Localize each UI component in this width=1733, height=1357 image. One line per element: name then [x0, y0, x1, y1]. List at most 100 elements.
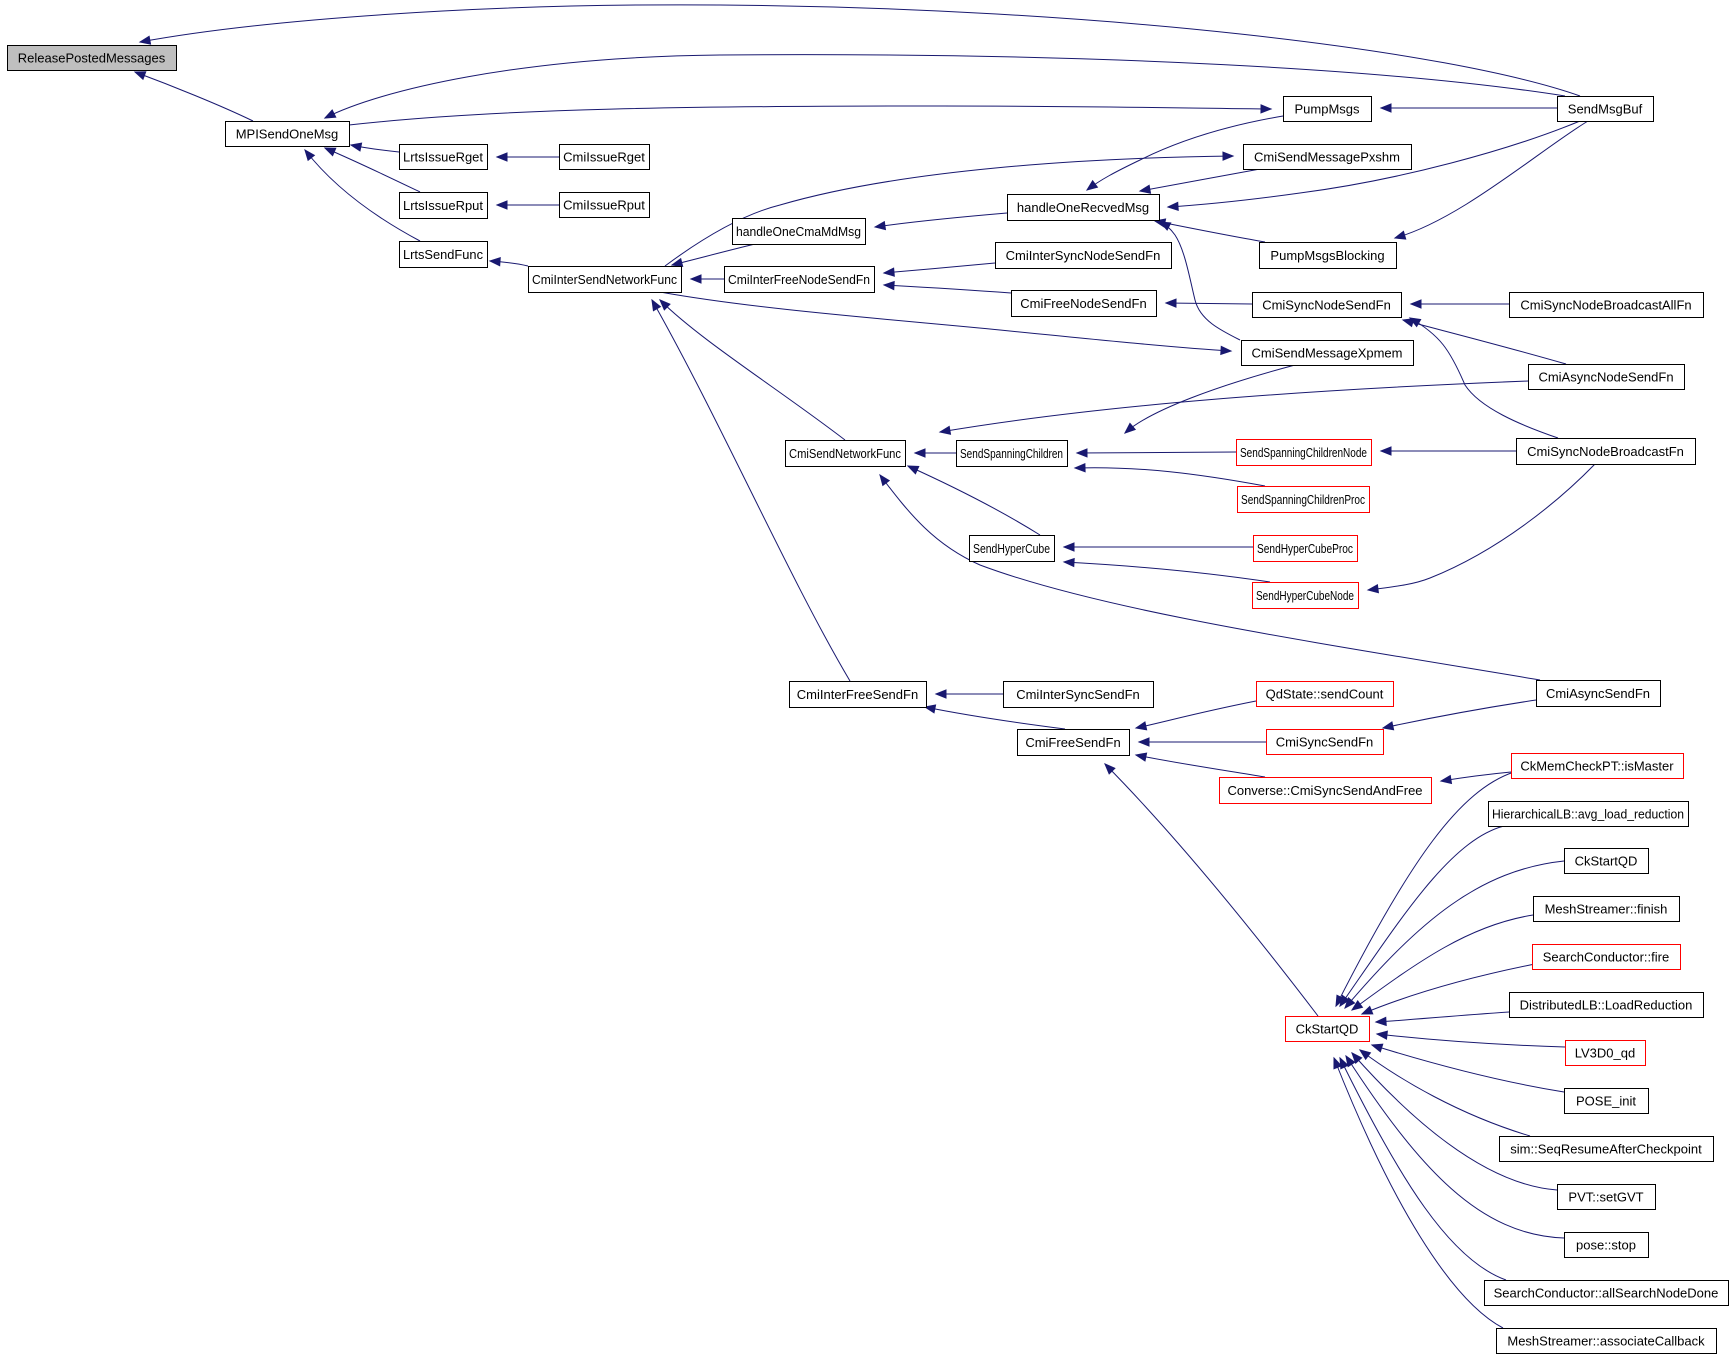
edge-mesh-streamer-finish-to-ck-start-qdred-arrowhead	[1350, 999, 1364, 1011]
node-lv3-d0qd[interactable]: LV3D0_qd	[1565, 1040, 1646, 1066]
edge-cmi-inter-free-send-fn-to-cmi-inter-send-network-func-arrowhead	[651, 298, 662, 312]
node-cmi-inter-free-node-send-fn[interactable]: CmiInterFreeNodeSendFn	[724, 266, 875, 293]
node-handle-one-recved-msg[interactable]: handleOneRecvedMsg	[1007, 194, 1160, 221]
node-hierarchical-lbavg-load-reduction[interactable]: HierarchicalLB::avg_load_reduction	[1488, 801, 1689, 827]
edge-send-msg-buf-to-pump-msgs-blocking-arrowhead	[1393, 230, 1407, 240]
node-label: POSE_init	[1576, 1094, 1636, 1109]
node-send-spanning-children[interactable]: SendSpanningChildren	[956, 440, 1068, 467]
edge-cmi-free-send-fn-to-cmi-inter-free-send-fn-arrowhead	[923, 704, 937, 714]
edge-cmi-async-send-fn-to-cmi-send-network-func-arrowhead	[879, 473, 891, 487]
edge-cmi-send-network-func-to-cmi-inter-send-network-func-arrowhead	[659, 299, 671, 311]
node-qd-state-send-count[interactable]: QdState::sendCount	[1256, 681, 1394, 707]
node-sim-seq-resume-after-checkpoint[interactable]: sim::SeqResumeAfterCheckpoint	[1499, 1136, 1714, 1162]
node-label: SendHyperCubeNode	[1256, 588, 1354, 603]
node-label: CmiAsyncSendFn	[1546, 686, 1650, 701]
node-cmi-async-send-fn[interactable]: CmiAsyncSendFn	[1536, 680, 1661, 707]
node-box	[1236, 439, 1372, 466]
node-cmi-issue-rget[interactable]: CmiIssueRget	[559, 144, 650, 170]
node-distributed-lbload-reduction[interactable]: DistributedLB::LoadReduction	[1509, 992, 1704, 1018]
edge-send-spanning-children-node-to-send-spanning-children	[1076, 451, 1237, 454]
node-send-msg-buf[interactable]: SendMsgBuf	[1557, 96, 1654, 122]
node-cmi-inter-free-send-fn[interactable]: CmiInterFreeSendFn	[789, 681, 927, 708]
node-label: DistributedLB::LoadReduction	[1520, 998, 1693, 1013]
node-cmi-inter-sync-send-fn[interactable]: CmiInterSyncSendFn	[1003, 681, 1154, 708]
node-box	[1252, 292, 1402, 318]
node-cmi-inter-send-network-func[interactable]: CmiInterSendNetworkFunc	[528, 266, 682, 293]
node-label: Converse::CmiSyncSendAndFree	[1227, 783, 1422, 798]
node-cmi-inter-sync-node-send-fn[interactable]: CmiInterSyncNodeSendFn	[995, 242, 1172, 269]
node-box	[1243, 144, 1412, 170]
edge-cmi-send-message-xpmem-to-cmi-inter-send-network-func-arrowhead	[1220, 345, 1233, 356]
node-cmi-sync-node-broadcast-fn[interactable]: CmiSyncNodeBroadcastFn	[1516, 438, 1696, 465]
node-pvtset-gvt[interactable]: PVT::setGVT	[1557, 1184, 1656, 1210]
node-search-conductor-all-search-node-done[interactable]: SearchConductor::allSearchNodeDone	[1484, 1280, 1729, 1306]
node-send-hyper-cube[interactable]: SendHyperCube	[969, 535, 1055, 562]
edge-sim-seq-resume-after-checkpoint-to-ck-start-qdred	[1359, 1049, 1531, 1137]
node-search-conductor-fire[interactable]: SearchConductor::fire	[1532, 944, 1681, 970]
node-mpisend-one-msg[interactable]: MPISendOneMsg	[225, 121, 350, 147]
node-pose-stop[interactable]: pose::stop	[1564, 1232, 1649, 1258]
edge-lv3-d0qd-to-ck-start-qdred-arrowhead	[1375, 1030, 1388, 1040]
node-box	[1564, 848, 1649, 874]
node-box	[1256, 681, 1394, 707]
node-cmi-issue-rput[interactable]: CmiIssueRput	[559, 192, 650, 218]
node-converse-cmi-sync-send-and-free[interactable]: Converse::CmiSyncSendAndFree	[1219, 777, 1432, 804]
edge-pump-msgs-to-handle-one-recved-msg	[1086, 115, 1284, 191]
node-mesh-streamer-associate-callback[interactable]: MeshStreamer::associateCallback	[1496, 1328, 1717, 1354]
node-ck-start-qd[interactable]: CkStartQD	[1564, 848, 1649, 874]
node-lrts-send-func[interactable]: LrtsSendFunc	[399, 241, 488, 268]
node-cmi-send-message-pxshm[interactable]: CmiSendMessagePxshm	[1243, 144, 1412, 170]
node-cmi-send-network-func[interactable]: CmiSendNetworkFunc	[785, 440, 906, 467]
edge-ck-mem-check-ptis-master-to-converse-cmi-sync-send-and-free-arrowhead	[1439, 774, 1453, 785]
node-send-spanning-children-proc[interactable]: SendSpanningChildrenProc	[1237, 486, 1370, 513]
edge-pump-msgs-blocking-to-handle-one-recved-msg	[1154, 220, 1266, 243]
edge-cmi-send-message-xpmem-to-cmi-inter-send-network-func	[659, 291, 1232, 352]
edge-handle-one-cma-md-msg-to-cmi-inter-send-network-func	[671, 243, 756, 266]
node-release-posted-messages[interactable]: ReleasePostedMessages	[7, 45, 177, 71]
node-ck-mem-check-ptis-master[interactable]: CkMemCheckPT::isMaster	[1511, 753, 1684, 779]
node-cmi-send-message-xpmem[interactable]: CmiSendMessageXpmem	[1241, 340, 1414, 366]
edge-cmi-async-node-send-fn-to-cmi-send-network-func	[939, 380, 1529, 433]
edge-sim-seq-resume-after-checkpoint-to-ck-start-qdred-arrowhead	[1358, 1049, 1372, 1061]
edge-cmi-free-node-send-fn-to-cmi-inter-free-node-send-fn-arrowhead	[882, 280, 895, 291]
node-poseinit[interactable]: POSE_init	[1564, 1088, 1649, 1114]
node-box	[1285, 1016, 1370, 1042]
node-label: CmiSyncNodeBroadcastAllFn	[1520, 298, 1691, 313]
node-ck-start-qdred[interactable]: CkStartQD	[1285, 1016, 1370, 1042]
node-box	[559, 144, 650, 170]
edge-cmi-sync-node-broadcast-fn-to-send-spanning-children-node-arrowhead	[1379, 446, 1392, 456]
node-cmi-sync-send-fn[interactable]: CmiSyncSendFn	[1266, 729, 1384, 755]
node-send-hyper-cube-node[interactable]: SendHyperCubeNode	[1252, 582, 1359, 609]
node-send-spanning-children-node[interactable]: SendSpanningChildrenNode	[1236, 439, 1372, 466]
node-send-hyper-cube-proc[interactable]: SendHyperCubeProc	[1253, 535, 1358, 562]
edge-cmi-send-message-xpmem-to-send-spanning-children	[1124, 364, 1296, 434]
node-cmi-sync-node-broadcast-all-fn[interactable]: CmiSyncNodeBroadcastAllFn	[1509, 292, 1704, 318]
node-label: SendHyperCube	[973, 541, 1050, 556]
node-lrts-issue-rput[interactable]: LrtsIssueRput	[399, 192, 488, 219]
node-label: CmiInterSendNetworkFunc	[532, 272, 677, 287]
node-cmi-free-node-send-fn[interactable]: CmiFreeNodeSendFn	[1011, 290, 1157, 317]
edge-cmi-free-send-fn-to-cmi-inter-free-send-fn	[924, 706, 1066, 730]
edge-send-hyper-cube-node-to-send-hyper-cube	[1063, 561, 1271, 583]
edge-pvtset-gvt-to-ck-start-qdred-arrowhead	[1351, 1051, 1363, 1064]
node-label: CmiInterFreeSendFn	[797, 687, 918, 702]
node-label: handleOneCmaMdMsg	[736, 224, 861, 239]
node-box	[1011, 290, 1157, 317]
node-label: LrtsIssueRput	[403, 198, 483, 213]
node-handle-one-cma-md-msg[interactable]: handleOneCmaMdMsg	[732, 218, 866, 245]
node-label: SearchConductor::allSearchNodeDone	[1494, 1286, 1719, 1301]
node-lrts-issue-rget[interactable]: LrtsIssueRget	[399, 144, 488, 170]
edge-distributed-lbload-reduction-to-ck-start-qdred-arrowhead	[1374, 1016, 1387, 1027]
node-pump-msgs-blocking[interactable]: PumpMsgsBlocking	[1259, 242, 1397, 269]
edge-cmi-send-message-pxshm-to-handle-one-recved-msg-arrowhead	[1138, 184, 1152, 194]
node-cmi-free-send-fn[interactable]: CmiFreeSendFn	[1017, 729, 1130, 756]
node-cmi-async-node-send-fn[interactable]: CmiAsyncNodeSendFn	[1528, 364, 1685, 390]
node-label: CkStartQD	[1296, 1022, 1359, 1037]
node-mesh-streamer-finish[interactable]: MeshStreamer::finish	[1533, 896, 1680, 922]
edge-poseinit-to-ck-start-qdred-arrowhead	[1370, 1043, 1384, 1053]
edge-pvtset-gvt-to-ck-start-qdred	[1351, 1052, 1558, 1191]
node-box	[1509, 292, 1704, 318]
node-pump-msgs[interactable]: PumpMsgs	[1283, 96, 1372, 122]
node-cmi-sync-node-send-fn[interactable]: CmiSyncNodeSendFn	[1252, 292, 1402, 318]
